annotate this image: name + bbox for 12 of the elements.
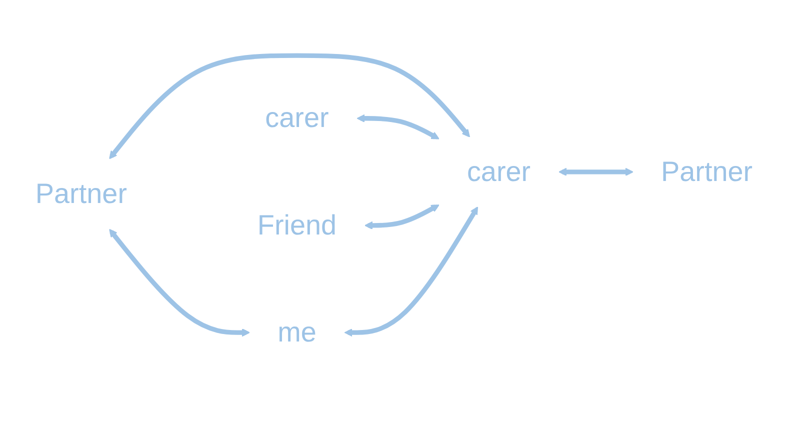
arrow [356, 114, 440, 140]
arrow [344, 206, 478, 337]
arrow [558, 168, 634, 176]
arrow [109, 228, 250, 337]
arrow [109, 53, 470, 160]
arrow [364, 204, 440, 230]
node-text: Partner [35, 178, 128, 210]
node-text: Partner [660, 156, 753, 188]
node-text: Friend [257, 210, 337, 241]
node-text: me [278, 317, 316, 348]
node-text: carer [265, 103, 329, 134]
node-text: carer [466, 156, 531, 188]
